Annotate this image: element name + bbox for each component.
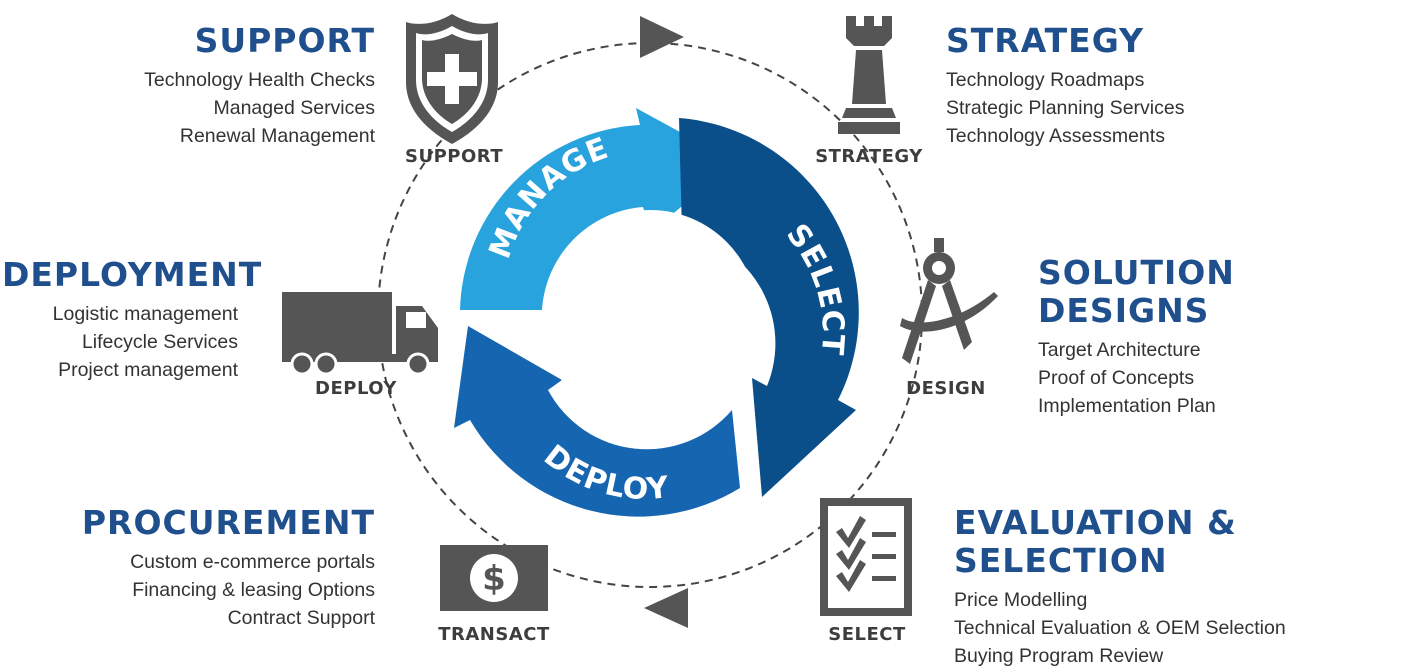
procurement-item: Contract Support xyxy=(227,607,375,629)
shield-plus-icon xyxy=(406,14,498,144)
icon-label-design: DESIGN xyxy=(906,378,986,399)
deployment-item: Logistic management xyxy=(52,303,238,325)
ring-arrow-top-icon xyxy=(640,16,684,58)
evaluation-item: Price Modelling xyxy=(954,589,1088,611)
icon-label-strategy: STRATEGY xyxy=(815,146,923,167)
svg-text:$: $ xyxy=(482,559,506,599)
select-arrow xyxy=(679,118,859,497)
procurement-item: Financing & leasing Options xyxy=(132,579,375,601)
compass-icon xyxy=(900,238,998,364)
deploy-arrow xyxy=(454,326,740,517)
cycle-center xyxy=(542,210,758,426)
procurement-item: Custom e-commerce portals xyxy=(130,551,375,573)
deployment-title: DEPLOYMENT xyxy=(2,255,263,294)
evaluation-item: Technical Evaluation & OEM Selection xyxy=(954,617,1286,639)
procurement-section: PROCUREMENT Custom e-commerce portals Fi… xyxy=(45,504,375,632)
solution-designs-item: Target Architecture xyxy=(1038,339,1201,361)
support-title: SUPPORT xyxy=(194,21,375,60)
deployment-item: Lifecycle Services xyxy=(81,331,238,353)
support-item: Renewal Management xyxy=(179,125,375,147)
strategy-item: Strategic Planning Services xyxy=(946,97,1185,119)
lifecycle-diagram: MANAGE SELECT DEPLOY xyxy=(2,14,1378,667)
deployment-item: Project management xyxy=(58,359,238,381)
solution-designs-section: SOLUTION DESIGNS Target Architecture Pro… xyxy=(1038,254,1378,420)
strategy-item: Technology Assessments xyxy=(946,125,1165,147)
cycle-graphic: MANAGE SELECT DEPLOY xyxy=(282,14,998,628)
icon-label-support: SUPPORT xyxy=(405,146,504,167)
support-item: Technology Health Checks xyxy=(144,69,375,91)
truck-icon xyxy=(282,292,438,376)
ring-arrow-bottom-icon xyxy=(644,588,688,628)
procurement-title: PROCUREMENT xyxy=(81,503,375,542)
support-item: Managed Services xyxy=(213,97,375,119)
dollar-bill-icon: $ xyxy=(440,545,548,611)
solution-designs-title: SOLUTION DESIGNS xyxy=(1038,253,1235,330)
strategy-title: STRATEGY xyxy=(946,21,1144,60)
icon-label-deploy: DEPLOY xyxy=(315,378,397,399)
evaluation-item: Buying Program Review xyxy=(954,645,1164,667)
solution-designs-item: Implementation Plan xyxy=(1038,395,1216,417)
checklist-icon xyxy=(820,498,912,616)
support-section: SUPPORT Technology Health Checks Managed… xyxy=(55,22,375,150)
solution-designs-item: Proof of Concepts xyxy=(1038,367,1195,389)
evaluation-section: EVALUATION & SELECTION Price Modelling T… xyxy=(954,504,1414,670)
chess-rook-icon xyxy=(838,16,900,134)
evaluation-title: EVALUATION & SELECTION xyxy=(954,503,1237,580)
icon-label-select: SELECT xyxy=(828,624,906,645)
manage-arrow xyxy=(460,108,735,310)
strategy-section: STRATEGY Technology Roadmaps Strategic P… xyxy=(946,22,1276,150)
strategy-item: Technology Roadmaps xyxy=(946,69,1145,91)
deployment-section: DEPLOYMENT Logistic management Lifecycle… xyxy=(2,255,263,384)
icon-label-transact: TRANSACT xyxy=(438,624,550,645)
